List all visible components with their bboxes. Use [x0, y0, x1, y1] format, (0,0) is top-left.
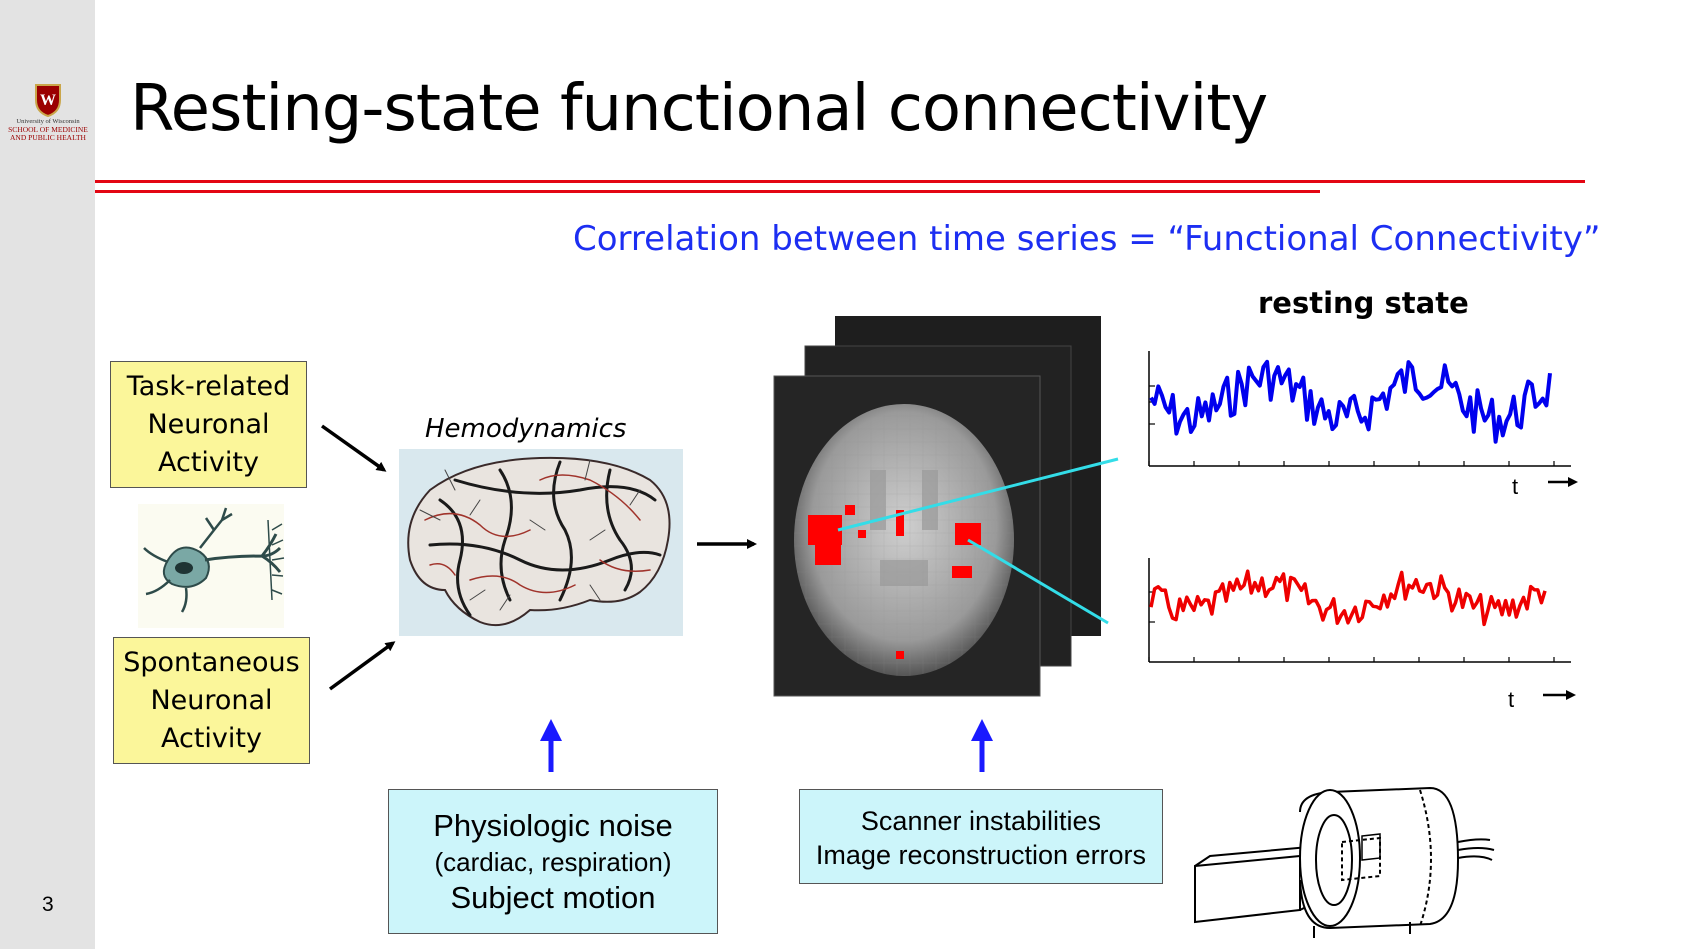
resting-state-label: resting state [1258, 286, 1469, 320]
task-related-box: Task-related Neuronal Activity [110, 361, 307, 488]
task-line-3: Activity [158, 447, 259, 478]
hemodynamics-label: Hemodynamics [425, 414, 627, 444]
physiologic-noise-box: Physiologic noise (cardiac, respiration)… [388, 789, 718, 934]
spont-line-3: Activity [161, 723, 262, 754]
slide-subtitle: Correlation between time series = “Funct… [573, 219, 1601, 259]
physio-line-1: Physiologic noise [433, 808, 673, 843]
slide-number: 3 [42, 893, 54, 916]
fmri-slice-stack [773, 316, 1119, 697]
scanner-instabilities-box: Scanner instabilities Image reconstructi… [799, 789, 1163, 884]
title-rule-top [95, 180, 1585, 183]
activation-clusters [808, 505, 981, 659]
time-label-bottom: t [1508, 687, 1515, 712]
connector-line-bottom [967, 538, 1109, 625]
mri-scanner-illustration [1194, 786, 1495, 938]
spont-to-hemo-arrow [328, 641, 396, 691]
task-line-2: Neuronal [147, 409, 270, 440]
title-rule-bottom [95, 190, 1320, 193]
brain-vasculature-illustration [399, 449, 683, 636]
spont-line-2: Neuronal [150, 685, 273, 716]
connector-line-top [837, 457, 1119, 532]
time-series-red [1149, 569, 1547, 627]
time-series-blue [1149, 359, 1552, 444]
sidebar [0, 0, 95, 949]
logo-line-3: AND PUBLIC HEALTH [10, 133, 86, 142]
spont-line-1: Spontaneous [123, 647, 300, 678]
scanner-line-2: Image reconstruction errors [815, 840, 1147, 870]
task-to-hemo-arrow [320, 424, 387, 472]
neuron-illustration [138, 504, 285, 628]
physio-line-3: Subject motion [450, 880, 656, 915]
scanner-line-1: Scanner instabilities [860, 806, 1102, 836]
slide-title: Resting-state functional connectivity [130, 72, 1268, 146]
time-label-top: t [1512, 474, 1519, 499]
svg-text:W: W [40, 92, 56, 109]
university-logo: W University of Wisconsin SCHOOL OF MEDI… [4, 82, 92, 142]
physio-line-2: (cardiac, respiration) [434, 847, 672, 877]
logo-line-2: SCHOOL OF MEDICINE [8, 125, 88, 134]
time-series-red-axes [1148, 558, 1576, 700]
task-line-1: Task-related [126, 371, 291, 402]
logo-line-1: University of Wisconsin [16, 118, 80, 125]
time-series-blue-axes [1148, 351, 1578, 487]
crest-icon: W [35, 84, 61, 118]
spontaneous-box: Spontaneous Neuronal Activity [113, 637, 310, 764]
